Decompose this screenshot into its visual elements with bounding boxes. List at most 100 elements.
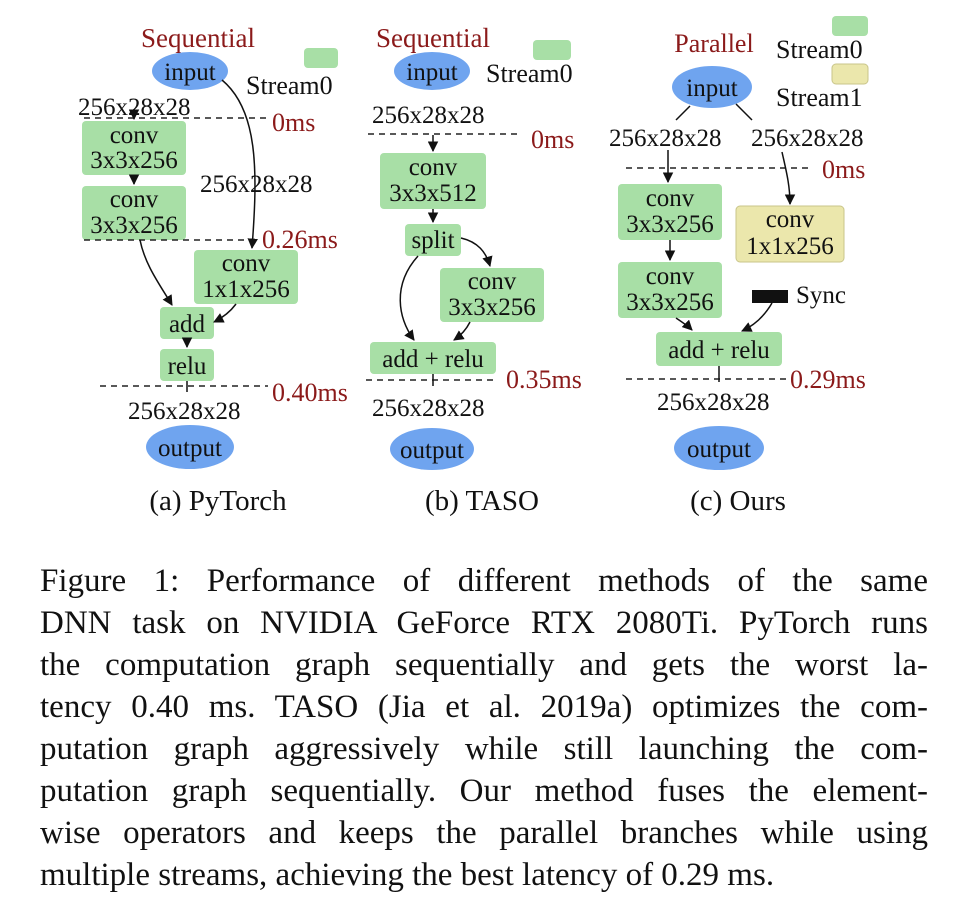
caption-line: multiple streams, achieving the best lat… xyxy=(40,857,775,893)
legend-stream0-label: Stream0 xyxy=(776,35,863,64)
conv-node-2-line2: 3x3x256 xyxy=(90,212,178,239)
legend-stream0-swatch xyxy=(832,16,868,36)
conv-node-3 xyxy=(194,250,298,304)
caption-line: the computation graph sequentially and g… xyxy=(40,647,928,683)
mode-label: Sequential xyxy=(141,23,255,53)
edge xyxy=(781,151,796,206)
output-label: output xyxy=(687,436,751,463)
conv-node-3-line2: 1x1x256 xyxy=(202,276,290,303)
figure-diagrams: Sequential Stream0 input 256x28x28 0ms c… xyxy=(78,16,869,517)
caption-line: wise operators and keeps the parallel br… xyxy=(40,815,928,851)
conv-node-1-line2: 3x3x256 xyxy=(626,211,714,238)
conv-node-3 xyxy=(735,205,845,263)
dims-label-right: 256x28x28 xyxy=(200,171,313,198)
dims-label-bottom: 256x28x28 xyxy=(657,389,770,416)
conv-node-2-line1: conv xyxy=(110,186,159,213)
legend-stream0-label: Stream0 xyxy=(486,59,573,88)
edge xyxy=(213,303,237,323)
add-relu-node xyxy=(656,332,782,366)
conv-node-2-line2: 3x3x256 xyxy=(626,289,714,316)
dims-label-bottom: 256x28x28 xyxy=(372,395,485,422)
input-node xyxy=(152,52,228,90)
conv-node-1-line2: 3x3x256 xyxy=(90,147,178,174)
dims-label-bottom: 256x28x28 xyxy=(128,398,241,425)
time-label-1: 0.35ms xyxy=(506,365,582,394)
input-node xyxy=(672,66,752,108)
output-node xyxy=(146,425,234,469)
input-label: input xyxy=(164,59,215,86)
conv-node-3-line1: conv xyxy=(766,206,815,233)
figure-caption: Figure 1: Performance of different metho… xyxy=(40,560,928,896)
add-relu-label: add + relu xyxy=(382,346,484,373)
conv-node-1 xyxy=(618,184,722,240)
caption-line: putation graph sequentially. Our method … xyxy=(40,773,928,809)
conv-node-1-line1: conv xyxy=(409,154,458,181)
input-label: input xyxy=(406,59,457,86)
legend-stream0-swatch xyxy=(304,48,338,68)
conv-node-3-line1: conv xyxy=(222,250,271,277)
caption-line: putation graph aggressively while still … xyxy=(40,731,928,767)
edge xyxy=(460,237,493,268)
panel-caption: (b) TASO xyxy=(425,485,539,517)
time-label-0: 0ms xyxy=(531,125,574,154)
output-node xyxy=(390,428,474,470)
mode-label: Parallel xyxy=(674,29,753,58)
caption-line: Figure 1: Performance of different metho… xyxy=(40,563,928,599)
conv-node-2 xyxy=(82,186,186,240)
output-label: output xyxy=(400,437,464,464)
dims-label: 256x28x28 xyxy=(372,102,485,129)
caption-line: tency 0.40 ms. TASO (Jia et al. 2019a) o… xyxy=(40,689,928,725)
edge xyxy=(735,103,753,121)
panel-caption: (a) PyTorch xyxy=(149,485,287,517)
input-node xyxy=(394,52,470,90)
panel-b: Sequential Stream0 input 256x28x28 0ms c… xyxy=(366,23,582,517)
add-label: add xyxy=(169,311,206,338)
caption-line: DNN task on NVIDIA GeForce RTX 2080Ti. P… xyxy=(40,605,928,641)
conv-node-2 xyxy=(440,268,544,322)
sync-label: Sync xyxy=(796,282,846,309)
edge xyxy=(741,302,773,332)
conv-node-1-line1: conv xyxy=(646,185,695,212)
edge xyxy=(399,255,419,341)
add-relu-label: add + relu xyxy=(668,337,770,364)
split-label: split xyxy=(411,227,454,254)
edge xyxy=(675,105,691,121)
conv-node-1-line1: conv xyxy=(110,122,159,149)
dims-label-right: 256x28x28 xyxy=(751,125,864,152)
add-node xyxy=(160,307,214,339)
conv-node-2 xyxy=(618,262,722,318)
legend-stream0-swatch xyxy=(533,40,571,60)
edge xyxy=(139,239,173,306)
relu-label: relu xyxy=(168,353,207,380)
sync-marker xyxy=(752,290,788,303)
add-relu-node xyxy=(370,342,496,374)
mode-label: Sequential xyxy=(376,23,490,53)
edge xyxy=(221,79,258,250)
conv-node-1-line2: 3x3x512 xyxy=(389,180,477,207)
legend-stream0-label: Stream0 xyxy=(246,71,333,100)
conv-node-1 xyxy=(82,121,186,175)
panel-c: Parallel Stream0 Stream1 input 256x28x28… xyxy=(609,16,869,517)
conv-node-2-line1: conv xyxy=(646,263,695,290)
input-label: input xyxy=(686,75,737,102)
time-label-2: 0.40ms xyxy=(272,378,348,407)
relu-node xyxy=(160,349,214,381)
legend-stream1-label: Stream1 xyxy=(776,83,863,112)
legend-stream1-swatch xyxy=(831,63,869,85)
split-node xyxy=(405,224,461,256)
conv-node-1 xyxy=(380,153,486,209)
output-label: output xyxy=(158,435,222,462)
dims-label-left: 256x28x28 xyxy=(609,125,722,152)
edge xyxy=(453,321,471,341)
time-label-1: 0.29ms xyxy=(790,365,866,394)
time-label-0: 0ms xyxy=(272,108,315,137)
edge xyxy=(675,317,693,331)
output-node xyxy=(674,426,764,470)
time-label-1: 0.26ms xyxy=(262,225,338,254)
panel-a: Sequential Stream0 input 256x28x28 0ms c… xyxy=(78,23,348,517)
conv-node-2-line1: conv xyxy=(468,268,517,295)
conv-node-3-line2: 1x1x256 xyxy=(746,233,834,260)
time-label-0: 0ms xyxy=(822,155,865,184)
conv-node-2-line2: 3x3x256 xyxy=(448,294,536,321)
panel-caption: (c) Ours xyxy=(690,485,786,517)
